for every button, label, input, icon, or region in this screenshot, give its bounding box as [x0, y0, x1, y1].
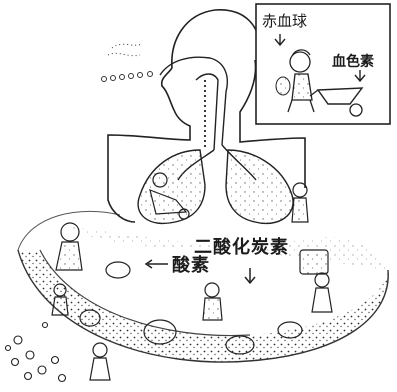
blood-stream-band [18, 211, 388, 362]
oxygen-label: 酸素 [172, 257, 210, 275]
hemoglobin-label: 血色素 [332, 55, 374, 69]
character-right-band [312, 273, 332, 312]
oxygen-bubbles [6, 323, 66, 382]
character-bottom-center [203, 283, 222, 320]
red-blood-cell-label: 赤血球 [262, 14, 307, 29]
character-right [292, 183, 308, 222]
character-bottom-left [90, 343, 110, 380]
exhaled-bubbles [102, 44, 153, 82]
